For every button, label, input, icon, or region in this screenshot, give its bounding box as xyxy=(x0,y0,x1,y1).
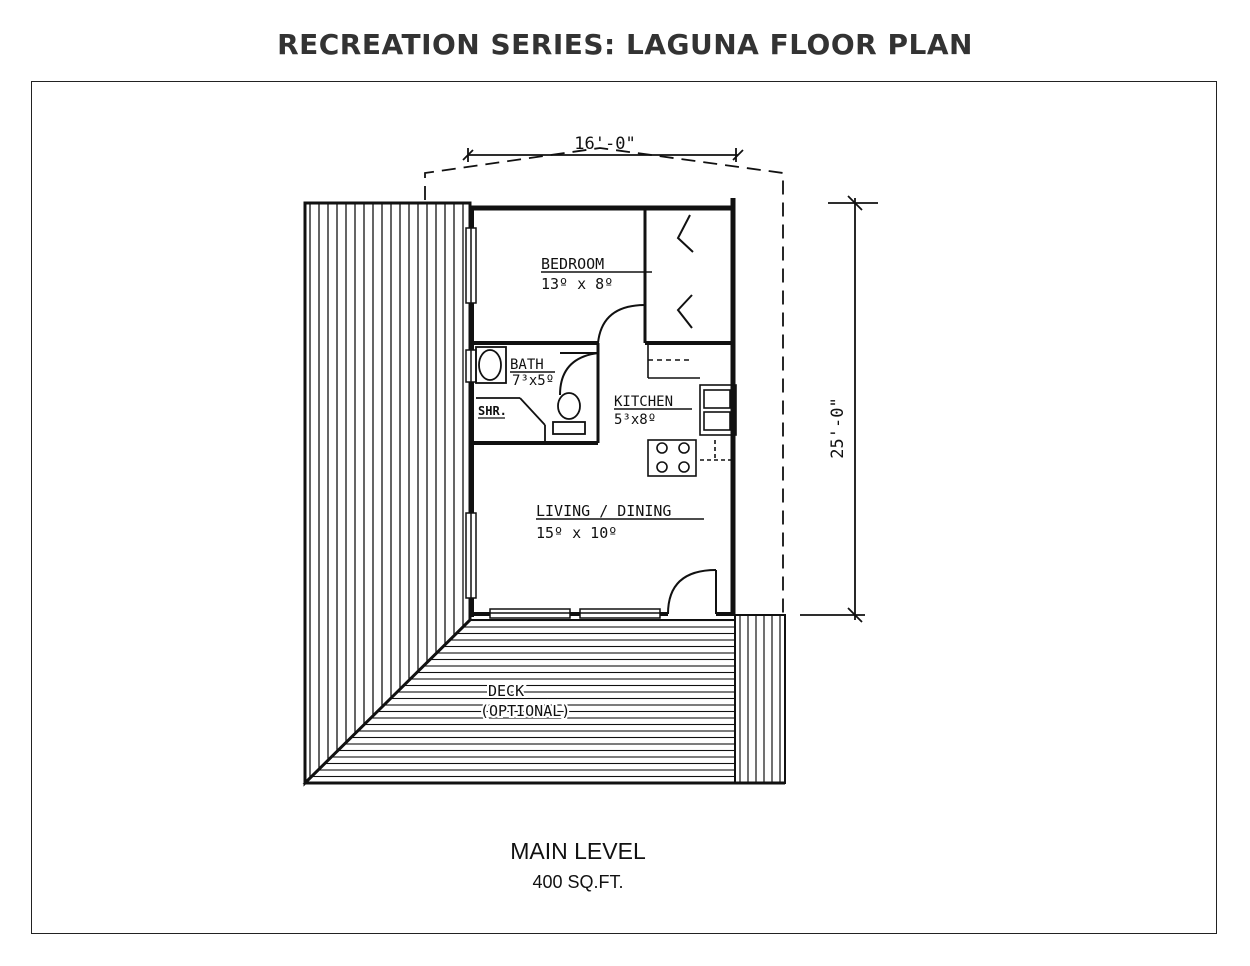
room-living-dining: LIVING / DINING 15º x 10º xyxy=(536,502,704,542)
room-bath: BATH 7³x5º SHR. xyxy=(478,357,555,419)
room-kitchen: KITCHEN 5³x8º xyxy=(614,394,692,428)
drawing-frame xyxy=(31,81,1217,934)
room-note-deck: (OPTIONAL) xyxy=(480,702,570,720)
width-dimension-label: 16'-0" xyxy=(574,134,635,154)
room-size-bath: 7³x5º xyxy=(512,373,554,389)
room-name-bath: BATH xyxy=(510,357,544,373)
room-size-bedroom: 13º x 8º xyxy=(541,275,613,293)
page-title: RECREATION SERIES: LAGUNA FLOOR PLAN xyxy=(277,28,973,61)
kitchen-fixtures xyxy=(647,343,737,477)
room-name-living: LIVING / DINING xyxy=(536,502,671,520)
depth-dimension xyxy=(800,195,878,623)
room-name-kitchen: KITCHEN xyxy=(614,394,673,410)
room-deck: DECK (OPTIONAL) xyxy=(478,680,572,722)
level-name: MAIN LEVEL xyxy=(510,838,646,864)
doors xyxy=(559,214,717,615)
depth-dimension-label: 25'-0" xyxy=(828,397,848,458)
width-dimension xyxy=(462,148,744,162)
level-area: 400 SQ.FT. xyxy=(532,872,623,892)
room-name-deck: DECK xyxy=(488,682,524,700)
windows xyxy=(465,227,661,619)
interior-walls xyxy=(472,208,733,445)
room-bedroom: BEDROOM 13º x 8º xyxy=(541,255,652,293)
front-deck xyxy=(302,614,786,785)
bath-fixtures xyxy=(475,346,586,443)
room-name-shower: SHR. xyxy=(478,404,507,418)
room-name-bedroom: BEDROOM xyxy=(541,255,604,273)
room-size-living: 15º x 10º xyxy=(536,524,617,542)
room-size-kitchen: 5³x8º xyxy=(614,412,656,428)
roof-overhang xyxy=(424,147,784,615)
